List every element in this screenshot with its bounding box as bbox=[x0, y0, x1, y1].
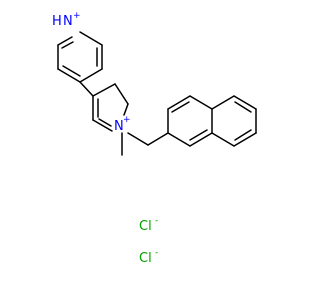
dihydropyridinium-ring bbox=[92, 83, 129, 132]
n-ring-charge: + bbox=[123, 115, 131, 125]
n-label-ring: N bbox=[114, 119, 124, 134]
biaryl-bond bbox=[79, 81, 94, 97]
n-ch2-bond bbox=[127, 132, 149, 146]
structure-canvas: H N + N + Cl - Cl - bbox=[52, 11, 257, 266]
cl-1-charge: - bbox=[155, 216, 158, 226]
cl-2-charge: - bbox=[155, 248, 158, 258]
pyridinium-ring bbox=[57, 31, 103, 83]
cl-label-2: Cl bbox=[139, 251, 152, 266]
n-top-charge: + bbox=[73, 11, 81, 21]
molecule-drawing: H N + N + Cl - Cl - bbox=[52, 11, 257, 266]
n-label-top: N bbox=[63, 14, 73, 29]
cl-label-1: Cl bbox=[139, 219, 152, 234]
naphthalene bbox=[147, 95, 257, 147]
h-label-top: H bbox=[52, 14, 62, 29]
